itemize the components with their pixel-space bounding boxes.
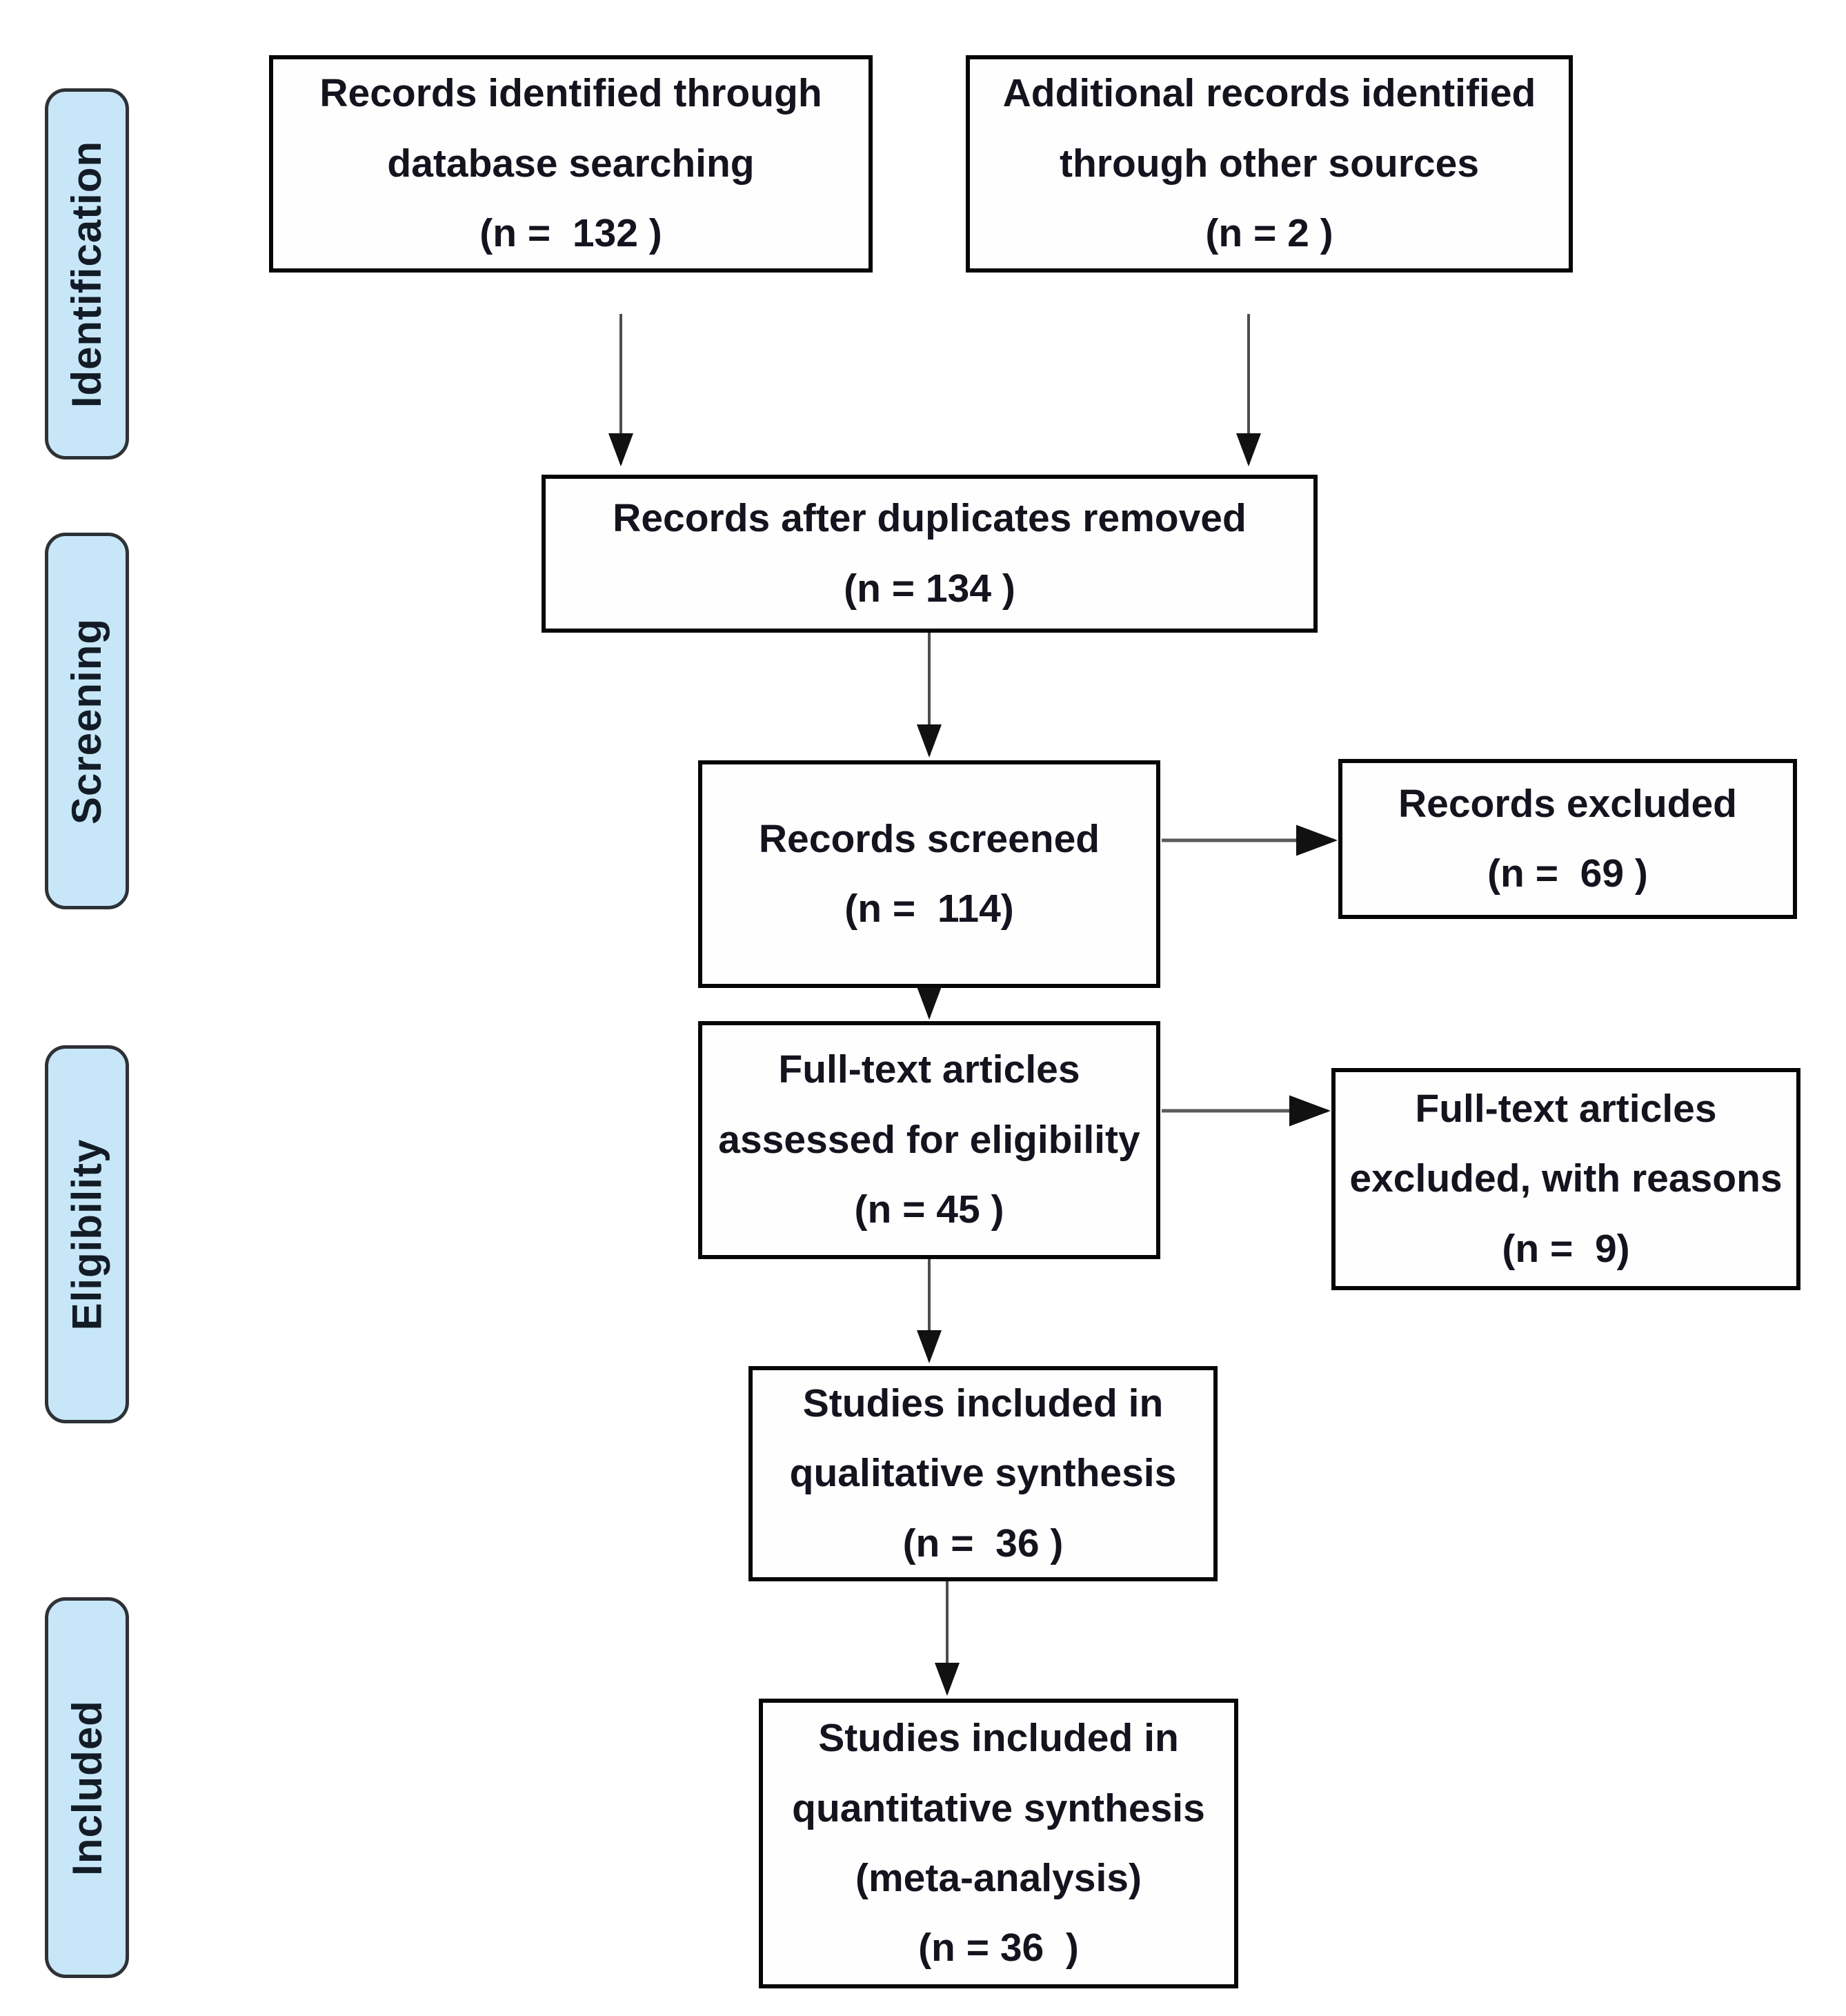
box-line: (n = 36 ) bbox=[902, 1521, 1064, 1565]
box-line: excluded, with reasons bbox=[1349, 1156, 1783, 1201]
box-line: quantitative synthesis bbox=[792, 1786, 1205, 1830]
stage-included-label: Included bbox=[63, 1699, 110, 1876]
stage-eligibility: Eligibility bbox=[45, 1045, 129, 1423]
box-line: (n = 36 ) bbox=[918, 1926, 1079, 1970]
stage-identification: Identification bbox=[45, 88, 129, 459]
box-line: Full-text articles bbox=[778, 1047, 1080, 1092]
stage-included: Included bbox=[45, 1597, 129, 1978]
box-line: assessed for eligibility bbox=[718, 1117, 1140, 1162]
stage-eligibility-label: Eligibility bbox=[63, 1138, 110, 1330]
box-records-excluded: Records excluded (n = 69 ) bbox=[1338, 759, 1797, 919]
box-line: (n = 2 ) bbox=[1205, 211, 1333, 256]
box-line: (n = 69 ) bbox=[1487, 851, 1648, 896]
box-line: (n = 132 ) bbox=[479, 211, 662, 256]
box-records-identified: Records identified through database sear… bbox=[269, 55, 873, 273]
box-line: (n = 114) bbox=[844, 887, 1014, 931]
box-after-duplicates: Records after duplicates removed (n = 13… bbox=[542, 475, 1318, 633]
box-line: Records screened bbox=[758, 816, 1100, 861]
box-qualitative-synthesis: Studies included in qualitative synthesi… bbox=[748, 1366, 1218, 1581]
box-line: Records after duplicates removed bbox=[613, 496, 1247, 541]
stage-screening: Screening bbox=[45, 533, 129, 909]
box-fulltext-assessed: Full-text articles assessed for eligibil… bbox=[698, 1021, 1160, 1259]
box-line: qualitative synthesis bbox=[789, 1451, 1177, 1496]
stage-screening-label: Screening bbox=[63, 617, 110, 824]
box-line: Additional records identified bbox=[1002, 71, 1536, 116]
box-line: Studies included in bbox=[802, 1381, 1164, 1425]
box-line: (n = 45 ) bbox=[854, 1187, 1004, 1232]
box-line: (n = 9) bbox=[1502, 1226, 1630, 1271]
box-line: (meta-analysis) bbox=[855, 1856, 1142, 1900]
box-quantitative-synthesis: Studies included in quantitative synthes… bbox=[759, 1699, 1238, 1988]
box-additional-records: Additional records identified through ot… bbox=[966, 55, 1573, 273]
box-fulltext-excluded: Full-text articles excluded, with reason… bbox=[1331, 1068, 1800, 1290]
box-line: Records identified through bbox=[319, 71, 822, 116]
box-records-screened: Records screened (n = 114) bbox=[698, 760, 1160, 988]
box-line: through other sources bbox=[1059, 141, 1480, 186]
stage-identification-label: Identification bbox=[63, 140, 110, 408]
box-line: database searching bbox=[387, 141, 755, 186]
box-line: Studies included in bbox=[818, 1716, 1179, 1761]
box-line: Records excluded bbox=[1398, 781, 1737, 826]
box-line: Full-text articles bbox=[1415, 1086, 1717, 1131]
box-line: (n = 134 ) bbox=[844, 566, 1015, 611]
